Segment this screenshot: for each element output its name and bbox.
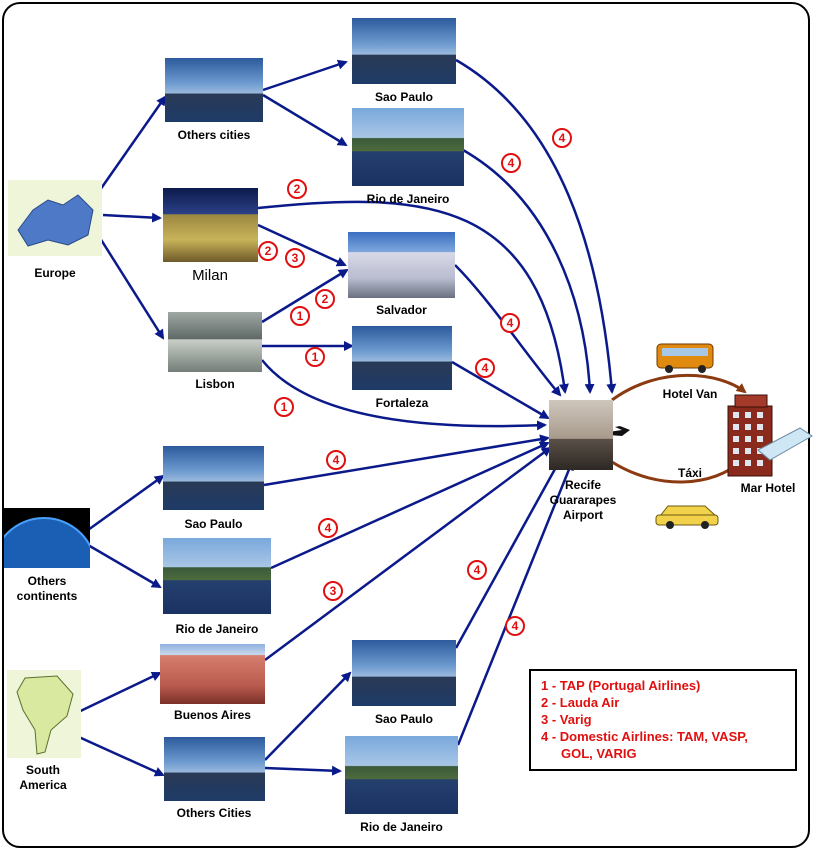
arrow-otherscities-saopaulo [262,59,348,92]
hotel-icon [727,394,813,477]
label-salvador: Salvador [376,303,427,317]
label-taxi: Táxi [677,466,702,480]
label-rio-bottom: Rio de Janeiro [360,820,443,834]
arrow-europe-lisbon [98,237,165,340]
label-others-cities-top: Others cities [177,128,251,142]
badge-milan-airport: 2 [287,179,307,199]
others-cities-top-image [165,58,263,122]
label-mar-hotel: Mar Hotel [740,481,796,495]
legend-box: 1 - TAP (Portugal Airlines) 2 - Lauda Ai… [529,669,797,771]
arrow-buenosaires-airport [264,446,552,662]
arrow-southamerica-otherscities [69,731,165,777]
arrow-airport-hotel-van [611,373,747,402]
label-rio-top: Rio de Janeiro [366,192,450,206]
fortaleza-image [352,326,452,390]
arrow-saopaulo-bottom-airport [454,458,562,649]
badge-lisbon-fortaleza: 1 [305,347,325,367]
badge-fortaleza-airport: 4 [475,358,495,378]
badge-rio-airport: 4 [501,153,521,173]
badge-lisbon-salvador-lauda: 2 [315,289,335,309]
badge-salvador-airport: 4 [500,313,520,333]
badge-milan-salvador-lauda: 2 [258,241,278,261]
legend-item-4: 4 - Domestic Airlines: TAM, VASP, [541,729,748,744]
arrow-otherscities-saopaulo-bottom [264,671,352,761]
legend-item-1: 1 - TAP (Portugal Airlines) [541,678,701,693]
salvador-image [348,232,455,298]
arrow-rio-bottom-airport [456,460,574,746]
sao-paulo-top-image [352,18,456,84]
badge-saopaulo-airport: 4 [552,128,572,148]
taxi-icon [655,505,719,529]
legend-item-2: 2 - Lauda Air [541,695,620,710]
arrow-saopaulo-mid-airport [263,434,550,487]
label-south-america: South America [19,763,67,792]
arrow-europe-milan [102,212,162,223]
legend-item-4-cont: GOL, VARIG [561,746,637,761]
label-buenos-aires: Buenos Aires [174,708,251,722]
label-airport: Recife Guararapes Airport [549,478,617,522]
buenos-aires-image [160,644,265,704]
arrow-fortaleza-airport [451,360,550,420]
arrow-otherscities-rio-bottom [264,765,342,776]
badge-saopaulo-mid-airport: 4 [326,450,346,470]
van-icon [656,343,714,373]
label-milan: Milan [192,267,228,284]
label-fortaleza: Fortaleza [375,396,429,410]
others-cities-bottom-image [164,737,265,801]
arrow-southamerica-buenosaires [69,671,162,718]
badge-lisbon-salvador-tap: 1 [290,306,310,326]
badge-lisbon-airport: 1 [274,397,294,417]
milan-image [163,188,258,262]
arrow-milan-salvador [257,223,347,267]
europe-map [8,180,102,256]
badge-rio-mid-airport: 4 [318,518,338,538]
lisbon-image [168,312,262,372]
arrow-continents-saopaulo [87,474,165,532]
sao-paulo-bottom-image [352,640,456,706]
label-hotel-van: Hotel Van [662,387,718,401]
rio-bottom-image [345,736,458,814]
arrow-rio-airport [462,148,595,394]
airport-image [549,400,613,470]
label-sao-paulo-bottom: Sao Paulo [374,712,433,726]
rio-top-image [352,108,464,186]
badge-rio-bottom-airport: 4 [505,616,525,636]
badge-saopaulo-bottom-airport: 4 [467,560,487,580]
label-sao-paulo-mid: Sao Paulo [184,517,243,531]
others-continents-image [4,508,90,568]
arrow-otherscities-rio [262,93,348,147]
rio-mid-image [163,538,271,614]
badge-buenosaires-airport: 3 [323,581,343,601]
south-america-map [7,670,81,758]
arrow-milan-airport [257,200,569,394]
label-sao-paulo-top: Sao Paulo [374,90,433,104]
legend-item-3: 3 - Varig [541,712,592,727]
label-rio-mid: Rio de Janeiro [175,622,259,636]
label-europe: Europe [34,266,76,280]
badge-milan-salvador-varig: 3 [285,248,305,268]
label-others-cities-bottom: Others Cities [176,806,252,820]
arrow-lisbon-airport [261,359,547,431]
arrow-saopaulo-airport [455,58,617,394]
arrow-lisbon-salvador [261,268,349,324]
label-others-continents: Others continents [16,574,78,603]
arrow-rio-mid-airport [270,441,550,570]
sao-paulo-mid-image [163,446,264,510]
arrow-europe-otherscities [98,95,167,191]
arrow-continents-rio [87,543,162,589]
label-lisbon: Lisbon [195,377,235,391]
